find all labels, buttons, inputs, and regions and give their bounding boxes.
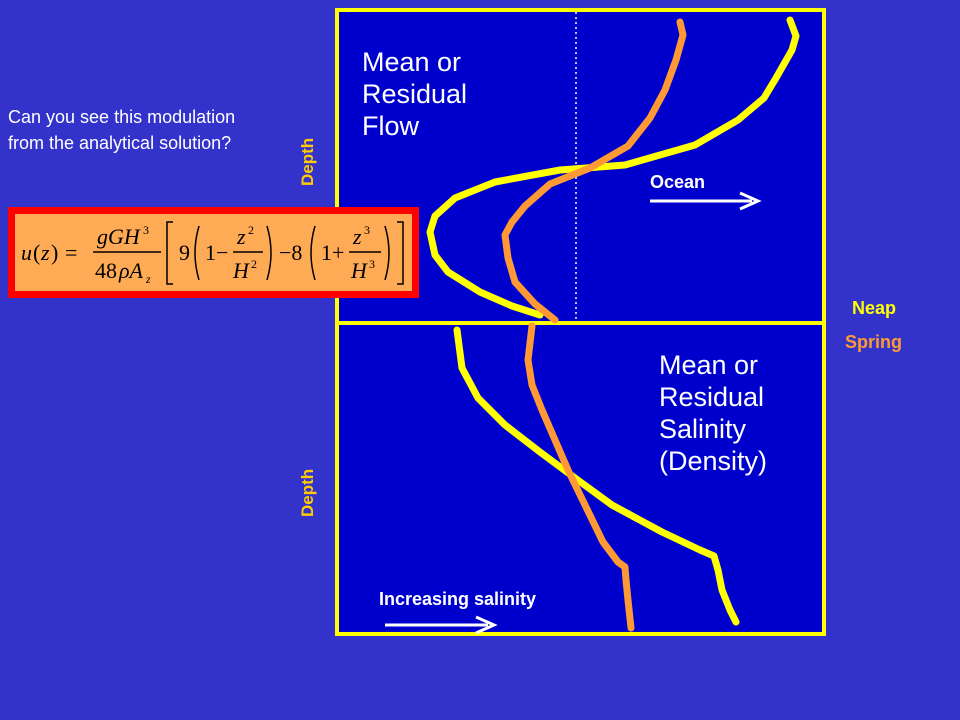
salinity-title-line: Salinity [659, 414, 747, 444]
svg-text:9: 9 [179, 240, 190, 265]
svg-text:z: z [40, 240, 50, 265]
flow-title-line: Residual [362, 79, 468, 109]
flow-panel-title: Mean or Residual Flow [362, 46, 467, 142]
salinity-title-line: Mean or [659, 350, 759, 380]
svg-text:(: ( [33, 240, 40, 265]
svg-text:3: 3 [143, 223, 149, 237]
flow-title-line: Flow [362, 111, 420, 141]
legend-neap: Neap [852, 298, 897, 318]
flow-title-line: Mean or [362, 47, 462, 77]
velocity-equation: u ( z ) = gGH 3 48 ρA z 9 1− z 2 H 2 −8 [21, 221, 404, 286]
salinity-title-line: Residual [659, 382, 765, 412]
increasing-salinity-label: Increasing salinity [379, 589, 537, 609]
svg-text:H: H [350, 258, 368, 283]
equation-box: u ( z ) = gGH 3 48 ρA z 9 1− z 2 H 2 −8 [8, 207, 419, 298]
svg-text:−8: −8 [279, 240, 302, 265]
svg-text:1+: 1+ [321, 240, 344, 265]
salinity-panel-title: Mean or Residual Salinity (Density) [659, 349, 767, 477]
svg-text:gGH: gGH [97, 224, 141, 249]
svg-text:2: 2 [248, 223, 254, 237]
equation-panel: u ( z ) = gGH 3 48 ρA z 9 1− z 2 H 2 −8 [15, 214, 412, 291]
spring-salinity-curve [524, 322, 635, 632]
svg-text:): ) [51, 240, 58, 265]
svg-text:z: z [236, 224, 246, 249]
svg-text:H: H [232, 258, 250, 283]
ocean-arrow-head [739, 191, 762, 211]
salinity-arrow-head [475, 615, 498, 635]
svg-text:ρA: ρA [118, 258, 144, 283]
neap-salinity-curve [453, 326, 740, 626]
spring-flow-curve [501, 18, 687, 324]
svg-text:48: 48 [95, 258, 117, 283]
question-text: Can you see this modulation from the ana… [8, 107, 236, 153]
salinity-title-line: (Density) [659, 446, 768, 476]
neap-flow-curve [426, 16, 800, 319]
svg-text:2: 2 [251, 257, 257, 271]
svg-text:z: z [145, 272, 151, 286]
svg-text:1−: 1− [205, 240, 228, 265]
svg-text:3: 3 [369, 257, 375, 271]
ocean-label: Ocean [650, 172, 706, 192]
svg-text:=: = [65, 240, 77, 265]
top-depth-label: Depth [298, 137, 317, 186]
svg-text:u: u [21, 240, 32, 265]
bottom-depth-label: Depth [298, 468, 317, 517]
svg-text:3: 3 [364, 223, 370, 237]
legend-spring: Spring [845, 332, 902, 352]
svg-text:z: z [352, 224, 362, 249]
